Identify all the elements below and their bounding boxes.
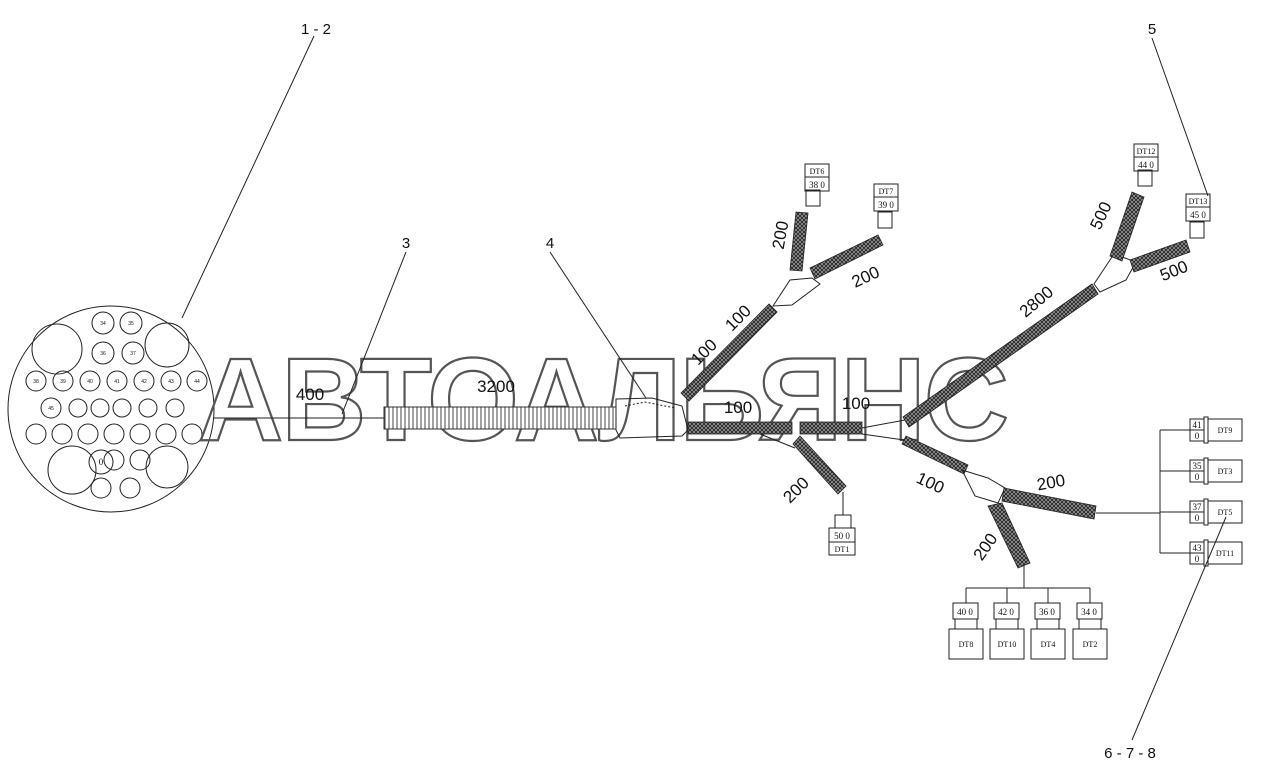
connector-value: 34 0	[1081, 607, 1097, 617]
junction-housing	[615, 397, 689, 439]
connector-large-cavity	[145, 445, 189, 489]
connector-dt5: 37 0 DT5	[1189, 498, 1243, 526]
connector-pin: 41	[1193, 420, 1202, 430]
pin-label: 42	[141, 379, 147, 385]
pin-label: 39	[60, 379, 66, 385]
pin-label: 45	[48, 406, 54, 412]
pin-label: 43	[168, 379, 174, 385]
connector-dt7: DT7 39 0	[873, 183, 899, 212]
connector-pin: 0	[1195, 431, 1200, 441]
round-connector: 34 35 36 37 38 39 40 41 42 43 44 45 0	[7, 305, 215, 513]
callout-3: 3	[402, 235, 410, 252]
connector-name: DT6	[810, 167, 825, 176]
connector-large-cavity	[144, 322, 190, 368]
connector-name: DT8	[959, 640, 974, 649]
connector-dt4: 36 0 DT4	[1030, 602, 1066, 660]
connector-value: 39 0	[878, 200, 894, 210]
connector-name: DT13	[1189, 197, 1208, 206]
branch-lower	[861, 429, 1190, 603]
connector-dt8: 40 0 DT8	[948, 602, 984, 660]
connector-value: 36 0	[1039, 607, 1055, 617]
dimension-label: 200	[779, 473, 812, 506]
connector-value: 38 0	[809, 180, 825, 190]
connector-value: 45 0	[1190, 210, 1206, 220]
corrugated-conduit	[383, 406, 617, 430]
connector-name: DT1	[835, 545, 850, 554]
connector-large-cavity	[31, 323, 83, 375]
pin-label: 0	[99, 457, 104, 467]
connector-value: 44 0	[1138, 160, 1154, 170]
connector-pin: 35	[1193, 461, 1203, 471]
pin-label: 40	[87, 379, 93, 385]
connector-dt1: 50 0 DT1	[828, 514, 856, 556]
connector-dt3: 35 0 DT3	[1189, 457, 1243, 485]
round-connector-body	[7, 305, 215, 513]
dimension-label: 100	[913, 468, 947, 497]
connector-name: DT10	[998, 640, 1017, 649]
connector-pin: 0	[1195, 513, 1200, 523]
connector-dt2: 34 0 DT2	[1072, 602, 1108, 660]
connector-dt12: DT12 44 0	[1133, 143, 1159, 172]
dimension-label: 200	[849, 262, 883, 291]
connector-name: DT11	[1216, 549, 1234, 558]
dimension-label: 200	[769, 219, 793, 250]
dimension-label: 200	[970, 530, 1002, 564]
watermark: АВТОАЛЬЯНС	[198, 334, 1007, 466]
connector-pin: 37	[1193, 502, 1203, 512]
connector-large-cavity	[47, 445, 97, 495]
braided-sleeve	[687, 421, 793, 435]
branch-dt1	[759, 433, 847, 515]
connector-value: 40 0	[957, 607, 973, 617]
pin-label: 35	[128, 321, 134, 327]
main-trunk	[214, 397, 906, 439]
dimension-label: 100	[842, 394, 870, 413]
connector-name: DT2	[1083, 640, 1098, 649]
callout-leaders	[181, 35, 1227, 741]
connector-name: DT5	[1218, 508, 1233, 517]
branch-dt12-dt13	[902, 169, 1205, 428]
connector-name: DT3	[1218, 467, 1233, 476]
pin-label: 38	[33, 379, 39, 385]
connector-name: DT4	[1041, 640, 1056, 649]
pin-label: 36	[100, 351, 106, 357]
connector-value: 42 0	[998, 607, 1014, 617]
callout-5: 5	[1148, 21, 1156, 38]
connector-dt6: DT6 38 0	[804, 163, 830, 192]
dimension-label: 3200	[477, 377, 515, 396]
dimension-label: 200	[1035, 471, 1066, 495]
pin-label: 41	[114, 379, 120, 385]
connector-dt13: DT13 45 0	[1185, 193, 1211, 222]
connector-name: DT7	[879, 187, 894, 196]
braided-sleeve	[799, 421, 863, 435]
branch-dt6-dt7	[680, 189, 893, 402]
dimension-label: 100	[724, 398, 752, 417]
callout-4: 4	[546, 235, 554, 252]
connector-dt11: 43 0 DT11	[1189, 539, 1243, 567]
callout-6-7-8: 6 - 7 - 8	[1104, 745, 1156, 762]
pin-label: 44	[194, 379, 200, 385]
dimension-label: 500	[1086, 199, 1115, 233]
connector-pin: 43	[1193, 543, 1203, 553]
dimension-label: 400	[296, 385, 324, 404]
connector-dt10: 42 0 DT10	[989, 602, 1025, 660]
callout-1-2: 1 - 2	[301, 21, 331, 38]
connector-value: 50 0	[834, 531, 850, 541]
connector-dt9: 41 0 DT9	[1189, 416, 1243, 444]
connector-name: DT9	[1218, 426, 1233, 435]
connector-pin: 0	[1195, 472, 1200, 482]
connector-name: DT12	[1137, 147, 1156, 156]
pin-label: 37	[130, 351, 136, 357]
pin-label: 34	[100, 321, 106, 327]
connector-pin: 0	[1195, 554, 1200, 564]
